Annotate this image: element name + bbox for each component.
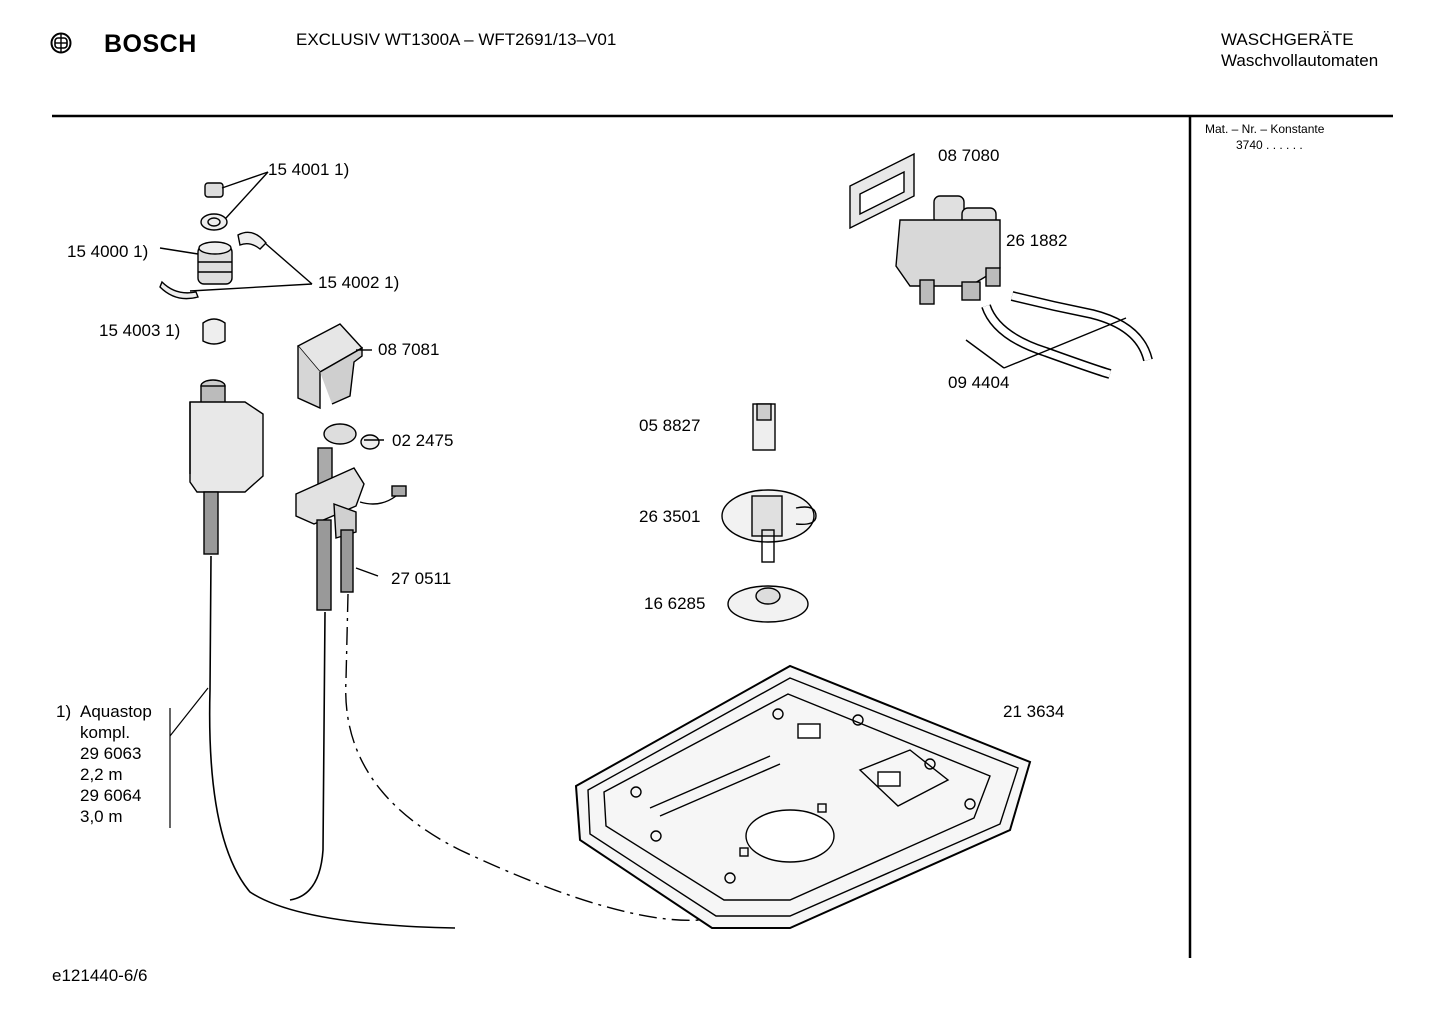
part-label-087080: 08 7080 <box>938 146 1000 165</box>
part-label-166285: 16 6285 <box>644 594 706 613</box>
inlet-valve-block <box>849 152 1001 305</box>
part-label-154000: 15 4000 1) <box>67 242 149 261</box>
part-label-154001: 15 4001 1) <box>268 160 350 179</box>
center-small-parts <box>721 403 817 623</box>
note-line: 29 6064 <box>80 786 142 805</box>
part-label-270511: 27 0511 <box>391 569 452 588</box>
part-label-263501: 26 3501 <box>639 507 701 526</box>
valve-hose-assembly <box>295 349 701 922</box>
note-line: Aquastop <box>80 702 152 721</box>
model-title: EXCLUSIV WT1300A – WFT2691/13–V01 <box>296 30 617 49</box>
note-line: kompl. <box>80 723 131 742</box>
aquastop-valve-box <box>189 379 456 929</box>
note-marker: 1) <box>56 702 72 721</box>
part-label-022475: 02 2475 <box>392 431 454 450</box>
part-label-154002: 15 4002 1) <box>318 273 400 292</box>
part-label-154003: 15 4003 1) <box>99 321 181 340</box>
category-title: WASCHGERÄTE <box>1221 30 1354 49</box>
mat-number-value: 3740 . . . . . . <box>1236 138 1303 152</box>
base-plate <box>574 664 1032 929</box>
part-label-213634: 21 3634 <box>1003 702 1065 721</box>
cover-part <box>296 323 364 410</box>
brand-name: BOSCH <box>104 30 197 58</box>
aquastop-fittings <box>159 171 313 345</box>
note-line: 29 6063 <box>80 744 142 763</box>
subcategory-title: Waschvollautomaten <box>1221 51 1379 70</box>
document-id: e121440-6/6 <box>52 966 148 985</box>
part-label-058827: 05 8827 <box>639 416 701 435</box>
note-line: 3,0 m <box>80 807 123 826</box>
part-label-094404: 09 4404 <box>948 373 1010 392</box>
note-line: 2,2 m <box>80 765 123 784</box>
bosch-logo-icon <box>50 32 72 54</box>
drain-hoses <box>965 291 1153 379</box>
part-label-087081: 08 7081 <box>378 340 440 359</box>
mat-number-label: Mat. – Nr. – Konstante <box>1205 122 1325 136</box>
part-label-261882: 26 1882 <box>1006 231 1068 250</box>
